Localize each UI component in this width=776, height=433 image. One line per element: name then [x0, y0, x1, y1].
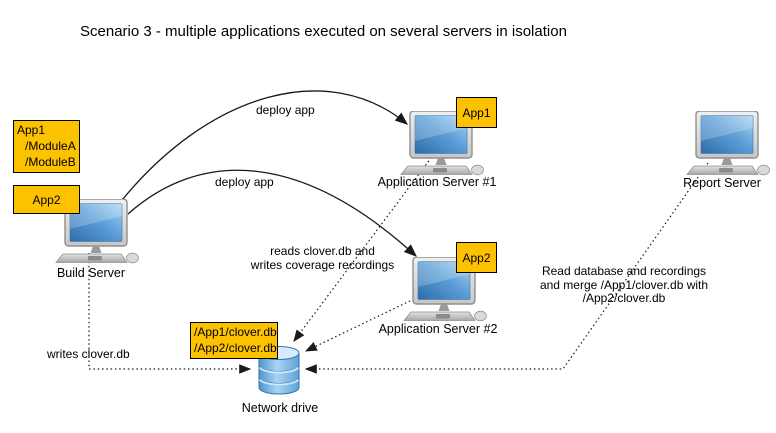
app-server-1-label: Application Server #1	[377, 175, 497, 189]
tag-line: /App1/clover.db	[194, 325, 277, 339]
build-app2-tag: App2	[13, 185, 80, 214]
build-app1-modules-tag: App1 /ModuleA /ModuleB	[13, 120, 80, 173]
writes-clover-label: writes clover.db	[47, 347, 130, 361]
deploy-app-2-label: deploy app	[215, 175, 274, 189]
tag-line: /App2/clover.db	[194, 341, 277, 355]
report-server-icon	[686, 111, 770, 176]
edge-as2-reads-writes-dotted	[304, 298, 415, 352]
label-line: /App2/clover.db	[582, 291, 666, 305]
edge-deploy-app2	[127, 169, 417, 257]
report-server-label: Report Server	[683, 176, 761, 190]
label-line: reads clover.db and	[270, 244, 375, 258]
as1-app1-tag: App1	[456, 97, 497, 128]
label-line: writes coverage recordings	[250, 257, 395, 272]
network-drive-files-tag: /App1/clover.db /App2/clover.db	[190, 322, 278, 359]
diagram-title: Scenario 3 - multiple applications execu…	[80, 23, 567, 40]
tag-line: App1	[17, 123, 46, 137]
tag-line: /ModuleB	[25, 155, 76, 169]
reads-writes-label: reads clover.db and writes coverage reco…	[240, 244, 405, 272]
tag-line: /ModuleA	[25, 139, 76, 153]
edge-deploy-app1	[117, 90, 409, 206]
network-drive-label: Network drive	[241, 401, 319, 415]
deploy-app-1-label: deploy app	[256, 103, 315, 117]
app-server-2-label: Application Server #2	[378, 322, 498, 336]
label-line: Read database and recordings	[541, 264, 707, 278]
edge-as1-reads-writes-dotted	[293, 153, 435, 342]
build-server-label: Build Server	[56, 266, 126, 280]
read-merge-label: Read database and recordings and merge /…	[534, 264, 714, 306]
label-line: and merge /App1/clover.db with	[539, 277, 709, 292]
as2-app2-tag: App2	[456, 242, 497, 273]
